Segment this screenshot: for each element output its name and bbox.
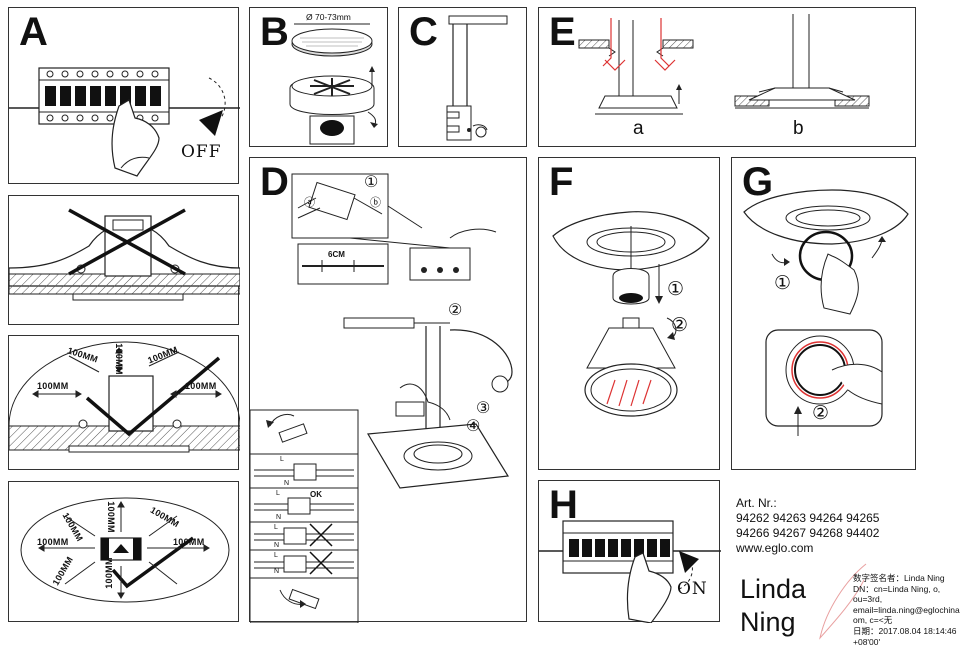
ceiling-mounting-illustration: [578, 14, 870, 115]
clearance-side-illustration: [9, 341, 240, 453]
step-letter-c: C: [409, 10, 438, 54]
insulation-warning-illustration: [9, 208, 240, 301]
panel-g: G ① ②: [731, 157, 916, 470]
step-4-marker: ④: [466, 418, 481, 435]
sub-marker-a: ⓐ: [304, 197, 315, 209]
panel-b: B Ø 70-73mm: [249, 7, 388, 147]
clearance-bottom: 100MM: [103, 557, 114, 589]
clearance-left: 100MM: [37, 381, 69, 391]
panel-c: C: [398, 7, 527, 147]
bulb-insertion-illustration: [552, 211, 710, 417]
wiring-installation-illustration: [250, 173, 513, 623]
wire-l-4: L: [274, 552, 278, 559]
caption-off: OFF: [181, 142, 222, 162]
signature-name: Linda Ning: [740, 573, 806, 639]
clearance-top: 100MM: [105, 501, 116, 533]
panel-a: A OFF: [8, 7, 240, 184]
retaining-ring-illustration: [743, 189, 909, 436]
breaker-on-illustration: [539, 520, 721, 623]
clearance-right-horiz: 100MM: [173, 537, 205, 547]
wiring-ok-label: OK: [310, 490, 322, 499]
signature-flourish: [819, 563, 867, 640]
panel-e: E a b: [538, 7, 916, 147]
panel-clearance-side: 100MM 100MM 100MM 100MM 100MM: [8, 335, 240, 470]
signature-line: ou=3rd,: [853, 594, 883, 605]
step-letter-a: A: [19, 10, 48, 54]
step-1-marker: ①: [774, 273, 792, 294]
panel-clearance-top: 100MM 100MM 100MM 100MM 100MM 100MM 100M…: [8, 481, 239, 622]
step-2-marker: ②: [448, 302, 463, 319]
bracket-illustration: [446, 15, 508, 141]
signature-line: DN：cn=Linda Ning, o,: [853, 583, 941, 594]
digital-signature-details: 数字签名者：Linda Ning DN：cn=Linda Ning, o, ou…: [853, 573, 960, 647]
step-letter-b: B: [260, 10, 289, 54]
breaker-off-illustration: [9, 67, 240, 177]
clearance-top-illustration: [20, 497, 230, 603]
panel-d: D: [249, 157, 527, 623]
product-info: Art. Nr.: 94262 94263 94264 94265 94266 …: [736, 496, 879, 556]
step-letter-g: G: [742, 160, 774, 204]
step-2-marker: ②: [671, 315, 689, 336]
signature-last-name: Ning: [740, 607, 796, 637]
signature-line: 数字签名者：Linda Ning: [853, 573, 945, 583]
article-numbers-line-1: 94262 94263 94264 94265: [736, 511, 880, 525]
wire-l-2: L: [276, 490, 280, 497]
clearance-right: 100MM: [185, 381, 217, 391]
step-letter-e: E: [549, 10, 576, 54]
signature-line: 日期：2017.08.04 18:14:46: [853, 625, 957, 636]
clearance-left-horiz: 100MM: [37, 537, 69, 547]
caption-on: ON: [677, 579, 708, 599]
panel-no-insulation: [8, 195, 240, 325]
signature-line: om, c=<无: [853, 615, 893, 626]
step-letter-h: H: [549, 483, 578, 527]
wire-n-3: N: [274, 542, 280, 549]
signature-line: +08'00': [853, 636, 881, 647]
wire-l-3: L: [274, 524, 278, 531]
article-label: Art. Nr.:: [736, 496, 777, 510]
step-1-marker: ①: [364, 174, 379, 191]
step-letter-d: D: [260, 160, 289, 204]
clearance-top-mid: 100MM: [113, 343, 124, 375]
signature-first-name: Linda: [740, 574, 807, 604]
step-letter-f: F: [549, 160, 574, 204]
sub-label-a: a: [633, 118, 644, 139]
wire-n-2: N: [276, 514, 282, 521]
wire-n-1: N: [284, 480, 290, 487]
step-3-marker: ③: [476, 400, 491, 417]
sub-marker-b: ⓑ: [370, 197, 381, 209]
wire-n-4: N: [274, 568, 280, 575]
signature-line: email=linda.ning@eglochina.c: [853, 604, 960, 615]
panel-h: H ON: [538, 480, 721, 623]
website-link[interactable]: www.eglo.com: [736, 541, 814, 555]
strip-length-label: 6CM: [328, 250, 345, 259]
sub-label-b: b: [793, 118, 804, 139]
panel-f: F ① ②: [538, 157, 720, 470]
article-numbers-line-2: 94266 94267 94268 94402: [736, 526, 880, 540]
step-2-marker: ②: [812, 403, 830, 424]
diameter-label: Ø 70-73mm: [306, 12, 351, 22]
lens-removal-illustration: [289, 23, 378, 145]
wire-l-1: L: [280, 456, 284, 463]
step-1-marker: ①: [667, 279, 685, 300]
